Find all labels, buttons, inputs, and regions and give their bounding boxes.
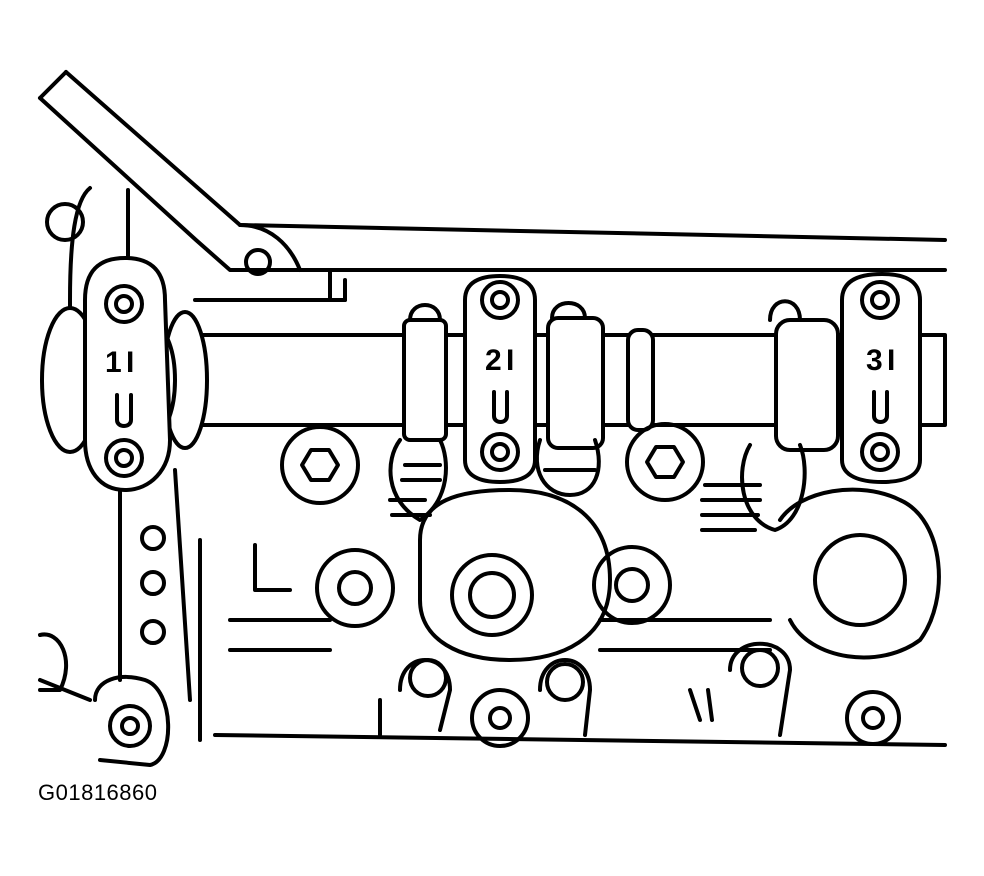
cap-1-suffix: I <box>126 346 134 379</box>
valve-followers <box>388 438 807 532</box>
bottom-bolts <box>38 641 901 767</box>
figure-code: G01816860 <box>38 780 158 805</box>
cap-1-number: 1 <box>105 346 122 379</box>
head-outline <box>38 70 947 342</box>
bearing-cap-1 <box>83 256 172 492</box>
cap-3-number: 3 <box>866 344 883 377</box>
cap-labels: 1 I 2 I 3 I <box>105 344 895 379</box>
cap-2-suffix: I <box>506 344 514 377</box>
cap-3-suffix: I <box>887 344 895 377</box>
hex-bolts <box>280 422 705 505</box>
cap-2-number: 2 <box>485 344 502 377</box>
cam-lobes <box>402 299 840 452</box>
bearing-cap-3 <box>840 272 922 484</box>
bearing-cap-2 <box>463 274 537 484</box>
left-rail <box>38 468 192 702</box>
lower-casting <box>198 487 947 747</box>
